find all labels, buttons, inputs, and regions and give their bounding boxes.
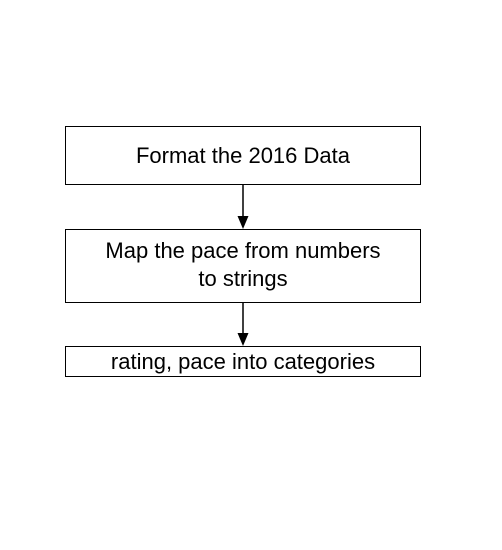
step-label-categories: rating, pace into categories — [110, 348, 376, 374]
step-box-format-data: Format the 2016 Data — [65, 126, 421, 185]
step-box-categories: rating, pace into categories — [65, 346, 421, 377]
arrow-step2-to-step3 — [237, 303, 249, 346]
arrow-step1-to-step2 — [237, 185, 249, 229]
step-label-map-pace: Map the pace from numbers to strings — [105, 238, 381, 291]
step-label-format-data: Format the 2016 Data — [135, 142, 350, 168]
step-box-map-pace: Map the pace from numbers to strings — [65, 229, 421, 303]
